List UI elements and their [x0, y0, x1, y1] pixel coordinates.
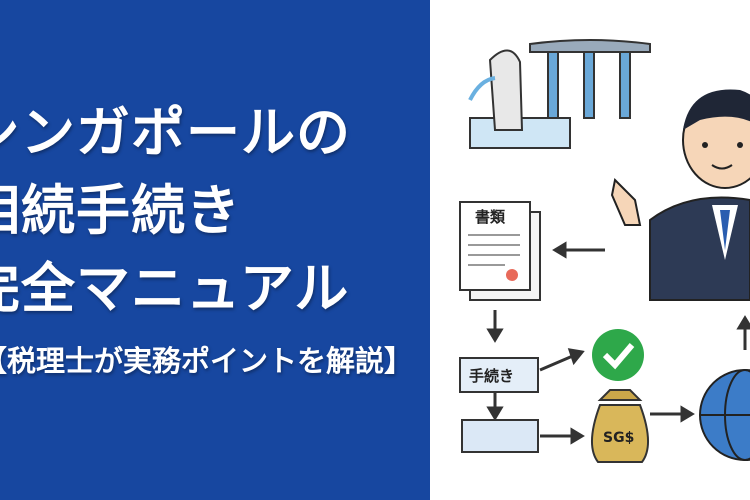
- flow-arrows: [486, 241, 750, 445]
- money-bag-icon: [591, 389, 649, 463]
- title-line-3: 完全マニュアル: [0, 257, 350, 320]
- document-label: 書類: [475, 208, 506, 226]
- title-line-1: シンガポールの: [0, 101, 351, 164]
- advisor-person-icon: [610, 89, 750, 301]
- procedure-label: 手続き: [469, 367, 515, 385]
- singapore-landmark-icon: [468, 39, 651, 149]
- money-label: SG$: [603, 430, 635, 446]
- check-icon: [592, 329, 644, 381]
- globe-icon: [699, 369, 750, 461]
- title-panel: シンガポールの 相続手続き 完全マニュアル 【税理士が実務ポイントを解説】: [0, 0, 430, 500]
- illustration: 書類 手続き SG$: [430, 0, 750, 500]
- document-icon: [459, 201, 541, 301]
- procedure-box: [459, 357, 539, 393]
- blank-box: [461, 419, 539, 453]
- title-line-2: 相続手続き: [0, 179, 241, 242]
- subtitle: 【税理士が実務ポイントを解説】: [0, 344, 414, 378]
